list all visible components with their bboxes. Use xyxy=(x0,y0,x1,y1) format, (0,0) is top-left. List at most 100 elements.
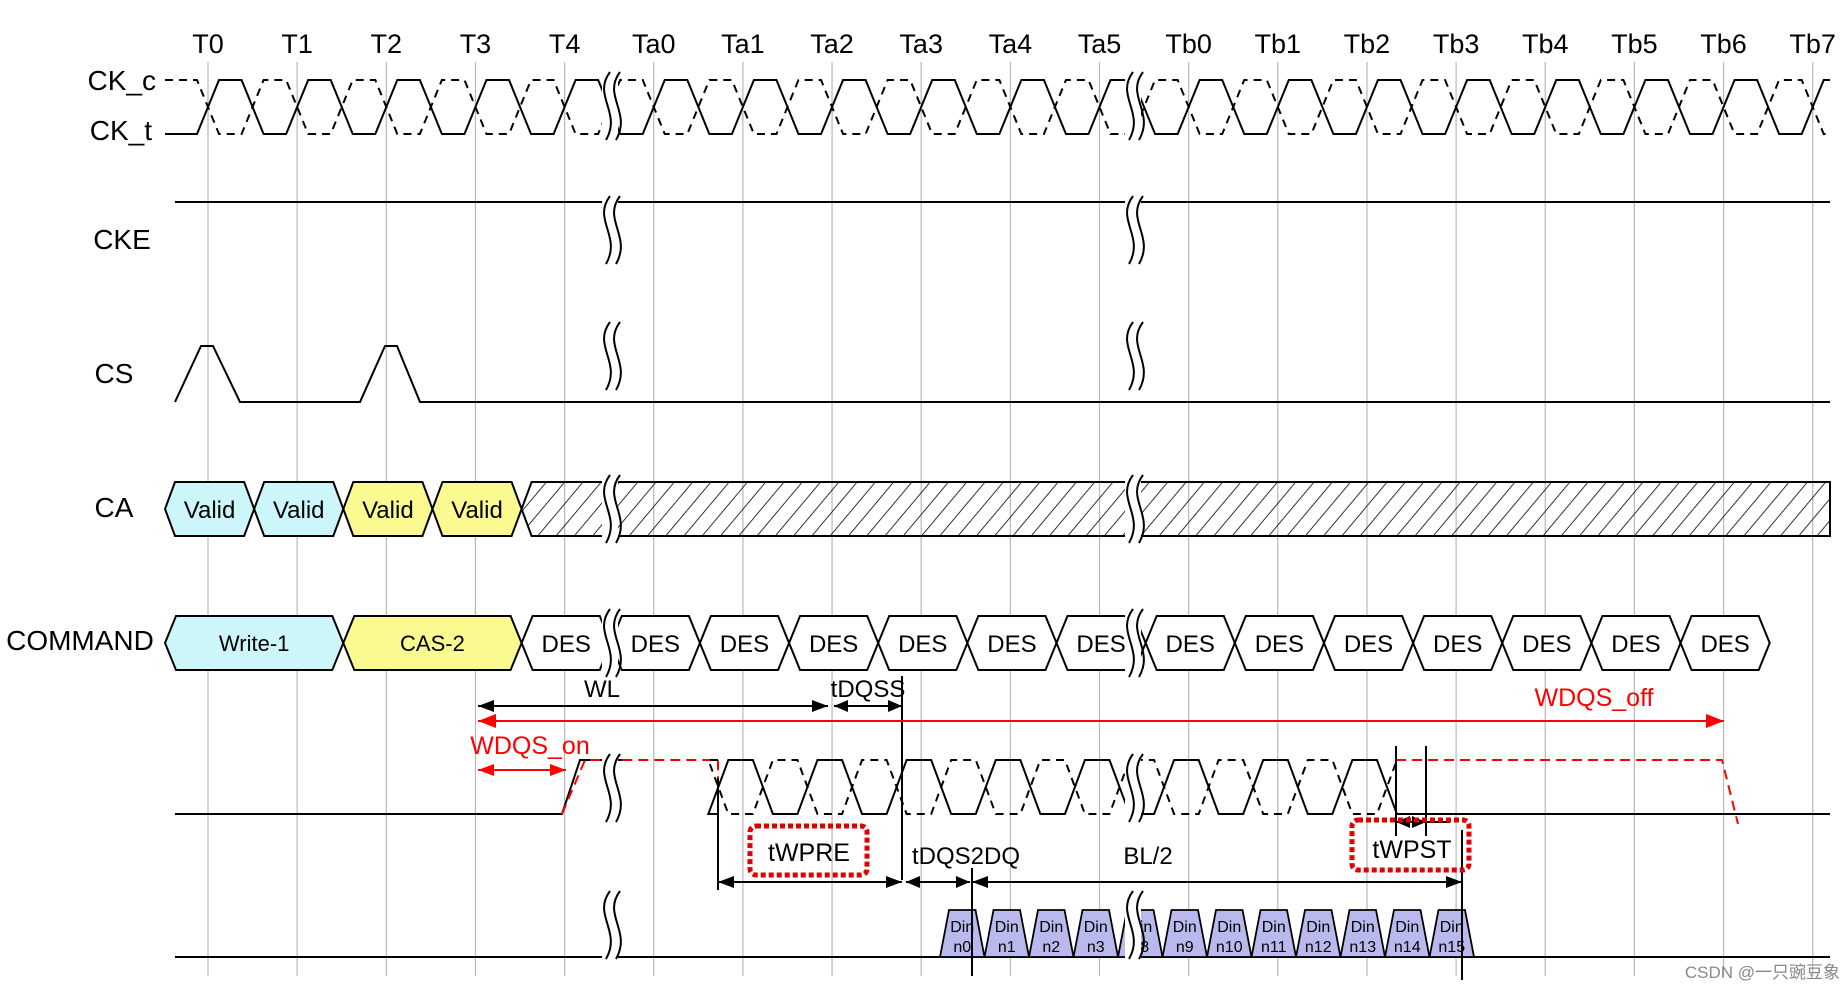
din-cell xyxy=(1339,909,1387,958)
din-prefix: Din xyxy=(1440,919,1464,936)
din-prefix: Din xyxy=(1084,919,1108,936)
annotation-tdqss: tDQSS xyxy=(831,676,906,703)
break-curve xyxy=(1136,71,1145,141)
time-label: T1 xyxy=(281,29,313,59)
dqs-t-line xyxy=(706,759,1830,815)
ca-hatched-region xyxy=(520,481,1831,537)
break-curve xyxy=(603,608,612,678)
break-marks xyxy=(602,71,1145,960)
time-label: Ta5 xyxy=(1078,29,1122,59)
din-label: n2 xyxy=(1042,939,1060,956)
command-cell-label: Write-1 xyxy=(219,631,290,656)
din-cell xyxy=(1205,909,1253,958)
din-label: n9 xyxy=(1176,939,1194,956)
break-curve xyxy=(1126,474,1135,544)
signal-label-ck-c: CK_c xyxy=(88,65,156,96)
time-label: T0 xyxy=(192,29,224,59)
din-cell xyxy=(1383,909,1431,958)
din-prefix: Din xyxy=(1173,919,1197,936)
command-bus: Write-1 CAS-2 DES DES DES DES DES DES DES DES DES D… xyxy=(163,615,1771,671)
annotation-wdqs-on: WDQS_on xyxy=(470,732,589,760)
break-curve xyxy=(1136,890,1145,960)
break-curve xyxy=(1136,474,1145,544)
signal-label-command: COMMAND xyxy=(6,625,154,656)
break-curve xyxy=(1126,321,1135,391)
signal-label-ca: CA xyxy=(95,492,134,523)
din-cell xyxy=(1072,909,1120,958)
time-label: Ta0 xyxy=(632,29,676,59)
din-label: n10 xyxy=(1216,939,1243,956)
command-des-label: DES xyxy=(1076,631,1125,658)
time-label: Tb4 xyxy=(1522,29,1569,59)
cs-waveform xyxy=(174,345,1830,403)
time-label: Tb1 xyxy=(1255,29,1302,59)
break-curve xyxy=(1126,608,1135,678)
break-curve xyxy=(1136,195,1145,265)
break-curve xyxy=(1126,890,1135,960)
break-curve xyxy=(1126,753,1135,823)
command-cell-label: CAS-2 xyxy=(400,631,465,656)
break-curve xyxy=(603,195,612,265)
din-label: n14 xyxy=(1394,939,1421,956)
din-label: n0 xyxy=(953,939,971,956)
signal-label-ck-t: CK_t xyxy=(90,115,152,146)
din-prefix: Din xyxy=(1351,919,1375,936)
break-curve xyxy=(613,890,622,960)
din-cell xyxy=(938,909,986,958)
break-curve xyxy=(1126,71,1135,141)
din-prefix: Din xyxy=(1395,919,1419,936)
din-prefix: Din xyxy=(1217,919,1241,936)
command-des-label: DES xyxy=(631,631,680,658)
annotation-twpst: tWPST xyxy=(1372,836,1451,864)
break-curve xyxy=(613,71,622,141)
din-prefix: Din xyxy=(1039,919,1063,936)
break-curve xyxy=(613,321,622,391)
dqs-preamble-red xyxy=(561,759,719,815)
din-cell xyxy=(1294,909,1342,958)
din-cell xyxy=(1250,909,1298,958)
command-des-label: DES xyxy=(987,631,1036,658)
annotation-wl: WL xyxy=(584,676,620,703)
timing-annotations: WL tDQSS WDQS_off WDQS_on tWPRE tDQS2DQ xyxy=(470,676,1724,980)
command-des-label: DES xyxy=(898,631,947,658)
din-cell xyxy=(1161,909,1209,958)
command-des-cell xyxy=(1679,615,1771,671)
din-label: n12 xyxy=(1305,939,1332,956)
time-label: Ta3 xyxy=(899,29,943,59)
dqs-waveform xyxy=(175,759,1830,825)
command-des-label: DES xyxy=(720,631,769,658)
annotation-tdqs2dq: tDQS2DQ xyxy=(912,843,1020,870)
ca-cell-label: Valid xyxy=(362,497,414,524)
break-curve xyxy=(603,71,612,141)
din-label: n11 xyxy=(1261,939,1287,956)
command-des-label: DES xyxy=(1611,631,1660,658)
watermark: CSDN @一只豌豆象 xyxy=(1685,963,1840,982)
ck-t-line xyxy=(165,79,1830,135)
signal-label-cs: CS xyxy=(95,358,134,389)
break-curve xyxy=(603,753,612,823)
break-curve xyxy=(603,890,612,960)
command-des-label: DES xyxy=(1700,631,1749,658)
command-des-label: DES xyxy=(1255,631,1304,658)
din-label: n3 xyxy=(1087,939,1105,956)
command-des-label: DES xyxy=(541,631,590,658)
din-cell xyxy=(1027,909,1075,958)
command-des-label: DES xyxy=(809,631,858,658)
time-label: T2 xyxy=(371,29,403,59)
din-prefix: Din xyxy=(995,919,1019,936)
time-label: Tb0 xyxy=(1165,29,1212,59)
time-label: Ta4 xyxy=(989,29,1033,59)
time-label: Tb3 xyxy=(1433,29,1480,59)
break-curve xyxy=(603,321,612,391)
time-label: Ta1 xyxy=(721,29,765,59)
ca-cell-label: Valid xyxy=(273,497,325,524)
break-curve xyxy=(1136,321,1145,391)
annotation-twpre: tWPRE xyxy=(768,839,850,867)
command-des-label: DES xyxy=(1522,631,1571,658)
command-des-label: DES xyxy=(1433,631,1482,658)
signal-label-cke: CKE xyxy=(93,224,151,255)
